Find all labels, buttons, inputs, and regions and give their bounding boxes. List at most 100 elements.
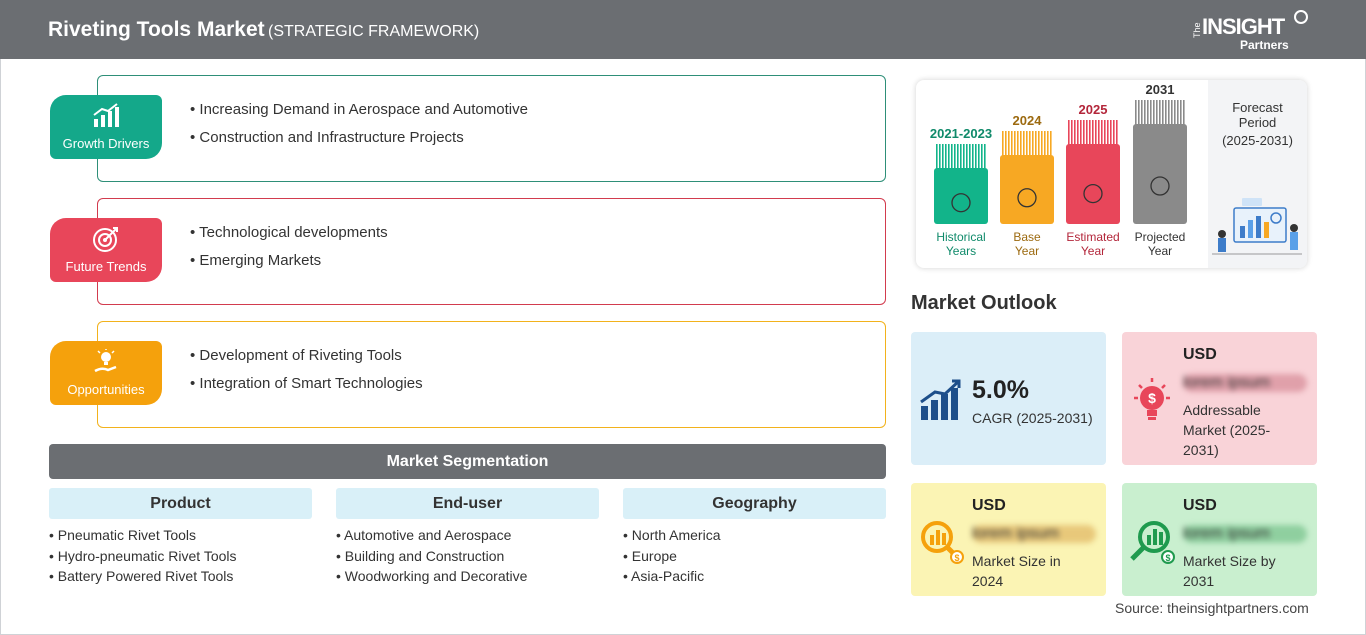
size2031-desc-line: Market Size by xyxy=(1183,553,1276,569)
size2024-desc-line: Market Size in xyxy=(972,553,1061,569)
timeline-caption: Years xyxy=(946,244,976,258)
segment-item: Building and Construction xyxy=(336,546,599,567)
segment-column-geography: Geography North America Europe Asia-Paci… xyxy=(623,488,886,587)
addressable-desc-line: Addressable xyxy=(1183,402,1261,418)
addressable-desc-line: Market (2025- xyxy=(1183,422,1271,438)
cagr-card: 5.0% CAGR (2025-2031) xyxy=(911,332,1106,465)
forecast-period-panel: Forecast Period (2025-2031) xyxy=(1208,80,1307,268)
logo-the-text: The xyxy=(1192,22,1202,38)
opportunities-box: Development of Riveting Tools Integratio… xyxy=(97,321,886,428)
segment-item: Asia-Pacific xyxy=(623,566,886,587)
segment-column-product: Product Pneumatic Rivet Tools Hydro-pneu… xyxy=(49,488,312,587)
lightbulb-dollar-icon: $ xyxy=(1134,378,1170,420)
target-arrow-icon xyxy=(93,227,118,252)
cagr-label: CAGR (2025-2031) xyxy=(972,410,1093,426)
size2024-desc-line: 2024 xyxy=(972,573,1004,589)
magnifier-chart-icon: $ xyxy=(1130,521,1175,564)
addressable-description: Addressable Market (2025- 2031) xyxy=(1183,400,1270,460)
segment-item: Hydro-pneumatic Rivet Tools xyxy=(49,546,312,567)
timeline-year-label: 2024 xyxy=(1013,113,1043,128)
addressable-desc-line: 2031) xyxy=(1183,442,1219,458)
market-size-2024-card: $ USD lorem ipsum Market Size in 2024 xyxy=(911,483,1106,596)
market-size-2031-card: $ USD lorem ipsum Market Size by 2031 xyxy=(1122,483,1317,596)
timeline-year-label: 2021-2023 xyxy=(930,126,992,141)
growth-driver-point: Increasing Demand in Aerospace and Autom… xyxy=(190,96,528,124)
timeline-bars: 2021-2023HistoricalYears2024BaseYear2025… xyxy=(930,82,1187,258)
forecast-title: Forecast Period xyxy=(1208,100,1307,130)
history-clock-icon xyxy=(951,193,971,213)
size2024-description: Market Size in 2024 xyxy=(972,551,1061,591)
segment-header: Product xyxy=(49,488,312,519)
svg-text:$: $ xyxy=(954,553,959,563)
segment-item: Battery Powered Rivet Tools xyxy=(49,566,312,587)
size2031-currency: USD xyxy=(1183,497,1217,514)
logo-insight-text: INSIGHT xyxy=(1202,14,1285,39)
logo-partners-text: Partners xyxy=(1240,38,1289,52)
segment-item: North America xyxy=(623,525,886,546)
source-credit: Source: theinsightpartners.com xyxy=(1115,600,1309,616)
magnifier-dollar-icon: $ xyxy=(921,521,964,564)
addressable-market-card: $ USD lorem ipsum Addressable Market (20… xyxy=(1122,332,1317,465)
timeline-caption: Year xyxy=(1015,244,1039,258)
page-title: Riveting Tools Market xyxy=(48,18,265,41)
size2024-currency: USD xyxy=(972,497,1006,514)
header-bar: Riveting Tools Market (STRATEGIC FRAMEWO… xyxy=(0,0,1366,59)
timeline-caption: Historical xyxy=(936,230,985,244)
page-subtitle: (STRATEGIC FRAMEWORK) xyxy=(268,23,480,40)
growth-drivers-box: Increasing Demand in Aerospace and Autom… xyxy=(97,75,886,182)
timeline-year-label: 2031 xyxy=(1146,82,1175,97)
presentation-board-icon xyxy=(1150,176,1170,196)
segment-item: Automotive and Aerospace xyxy=(336,525,599,546)
calendar-icon xyxy=(1017,188,1037,208)
opportunities-label: Opportunities xyxy=(67,382,145,397)
forecast-range: (2025-2031) xyxy=(1222,133,1293,148)
addressable-value: lorem ipsum xyxy=(1183,374,1307,392)
future-trend-point: Emerging Markets xyxy=(190,247,388,275)
timeline-caption: Projected xyxy=(1135,230,1186,244)
size2031-desc-line: 2031 xyxy=(1183,573,1215,589)
opportunities-badge: Opportunities xyxy=(50,341,162,405)
segment-header: Geography xyxy=(623,488,886,519)
future-trends-box: Technological developments Emerging Mark… xyxy=(97,198,886,305)
svg-text:$: $ xyxy=(1148,390,1156,406)
size2031-value: lorem ipsum xyxy=(1183,525,1307,543)
cagr-value: 5.0% xyxy=(972,376,1029,404)
segment-header: End-user xyxy=(336,488,599,519)
growth-drivers-label: Growth Drivers xyxy=(62,136,150,151)
forecast-title-line2: Period xyxy=(1238,115,1277,130)
size2031-description: Market Size by 2031 xyxy=(1183,551,1276,591)
opportunity-point: Development of Riveting Tools xyxy=(190,342,423,370)
opportunity-point: Integration of Smart Technologies xyxy=(190,370,422,398)
timeline-caption: Estimated xyxy=(1066,230,1119,244)
future-trends-label: Future Trends xyxy=(65,259,147,274)
hand-lightbulb-icon xyxy=(94,349,117,373)
timeline-caption: Base xyxy=(1013,230,1041,244)
analytics-people-icon xyxy=(1212,198,1302,255)
segment-item: Europe xyxy=(623,546,886,567)
future-trend-point: Technological developments xyxy=(190,219,387,247)
growth-drivers-badge: Growth Drivers xyxy=(50,95,162,159)
forecast-title-line1: Forecast xyxy=(1232,100,1283,115)
addressable-currency: USD xyxy=(1183,346,1217,363)
market-segmentation-title: Market Segmentation xyxy=(49,444,886,479)
size2024-value: lorem ipsum xyxy=(972,525,1096,543)
growth-driver-point: Construction and Infrastructure Projects xyxy=(190,124,528,152)
timeline-caption: Year xyxy=(1148,244,1172,258)
svg-text:$: $ xyxy=(1165,553,1170,563)
future-trends-badge: Future Trends xyxy=(50,218,162,282)
logo-ring-icon xyxy=(1294,10,1308,24)
market-outlook-title: Market Outlook xyxy=(911,292,1057,314)
timeline-year-label: 2025 xyxy=(1079,102,1108,117)
segment-item: Woodworking and Decorative xyxy=(336,566,599,587)
bar-chart-growth-icon xyxy=(93,103,119,127)
segment-item: Pneumatic Rivet Tools xyxy=(49,525,312,546)
rising-bars-icon xyxy=(920,379,961,420)
insight-partners-logo[interactable]: The INSIGHT Partners xyxy=(1192,10,1312,54)
segment-column-end-user: End-user Automotive and Aerospace Buildi… xyxy=(336,488,599,587)
timeline-caption: Year xyxy=(1081,244,1105,258)
